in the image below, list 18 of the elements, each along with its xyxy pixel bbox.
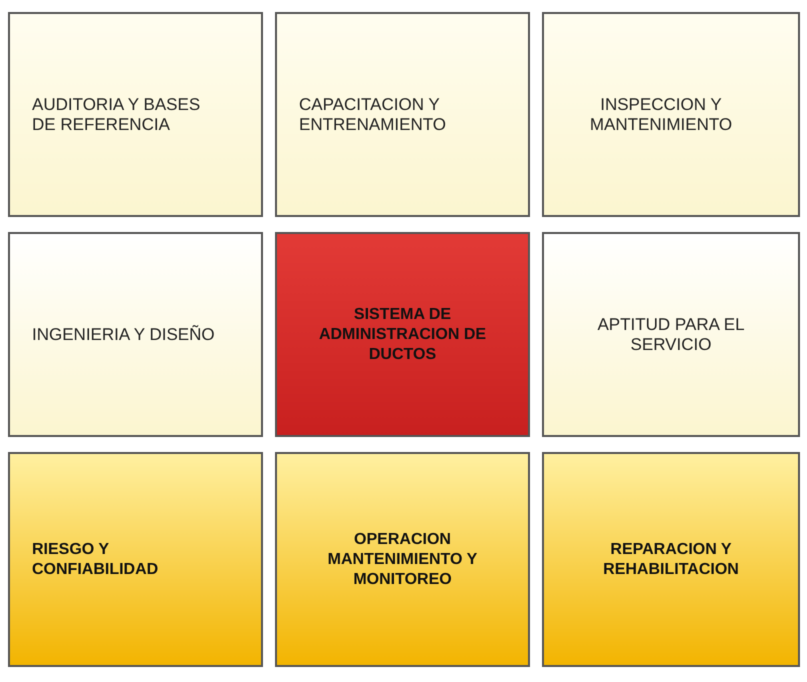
puzzle-piece (8, 12, 263, 217)
piece-label: CAPACITACION Y ENTRENAMIENTO (299, 94, 448, 134)
puzzle-piece (8, 232, 263, 437)
puzzle-piece (8, 452, 263, 667)
piece-label: OPERACION MANTENIMIENTO Y MONITOREO (326, 530, 478, 590)
piece-label: INGENIERIA Y DISEÑO (32, 324, 215, 344)
puzzle-piece (542, 452, 800, 667)
piece-label: SISTEMA DE ADMINISTRACION DE DUCTOS (318, 304, 488, 364)
puzzle-piece (275, 12, 530, 217)
puzzle-piece (275, 452, 530, 667)
piece-label: INSPECCION Y MANTENIMIENTO (588, 94, 734, 134)
piece-label: REPARACION Y REHABILITACION (602, 540, 740, 580)
piece-label: RIESGO Y CONFIABILIDAD (32, 540, 160, 580)
puzzle-piece (275, 232, 530, 437)
piece-label: AUDITORIA Y BASES DE REFERENCIA (32, 94, 202, 134)
puzzle-piece (542, 12, 800, 217)
piece-label: APTITUD PARA EL SERVICIO (596, 314, 746, 354)
puzzle-piece (542, 232, 800, 437)
